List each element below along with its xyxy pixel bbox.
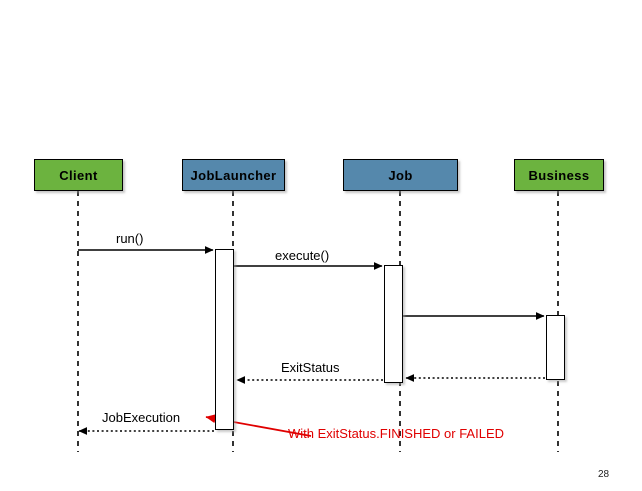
page-number: 28	[598, 469, 610, 480]
participant-box-client[interactable]: Client	[34, 159, 123, 191]
participant-label-joblauncher: JobLauncher	[190, 167, 277, 183]
message-label-execute: execute()	[275, 248, 330, 263]
activation-bar-joblauncher	[215, 249, 234, 430]
participant-box-business[interactable]: Business	[514, 159, 604, 191]
message-label-jobexecution: JobExecution	[102, 410, 181, 425]
activation-bar-business	[546, 315, 565, 380]
activation-bar-job	[384, 265, 403, 383]
annotation-text: With ExitStatus.FINISHED or FAILED	[288, 426, 504, 441]
participant-box-joblauncher[interactable]: JobLauncher	[182, 159, 285, 191]
participant-label-client: Client	[59, 167, 98, 183]
message-label-run: run()	[116, 231, 144, 246]
participant-box-job[interactable]: Job	[343, 159, 458, 191]
participant-label-business: Business	[528, 167, 590, 183]
message-label-exitstatus: ExitStatus	[281, 360, 340, 375]
messages	[78, 246, 545, 435]
participant-label-job: Job	[388, 167, 413, 183]
